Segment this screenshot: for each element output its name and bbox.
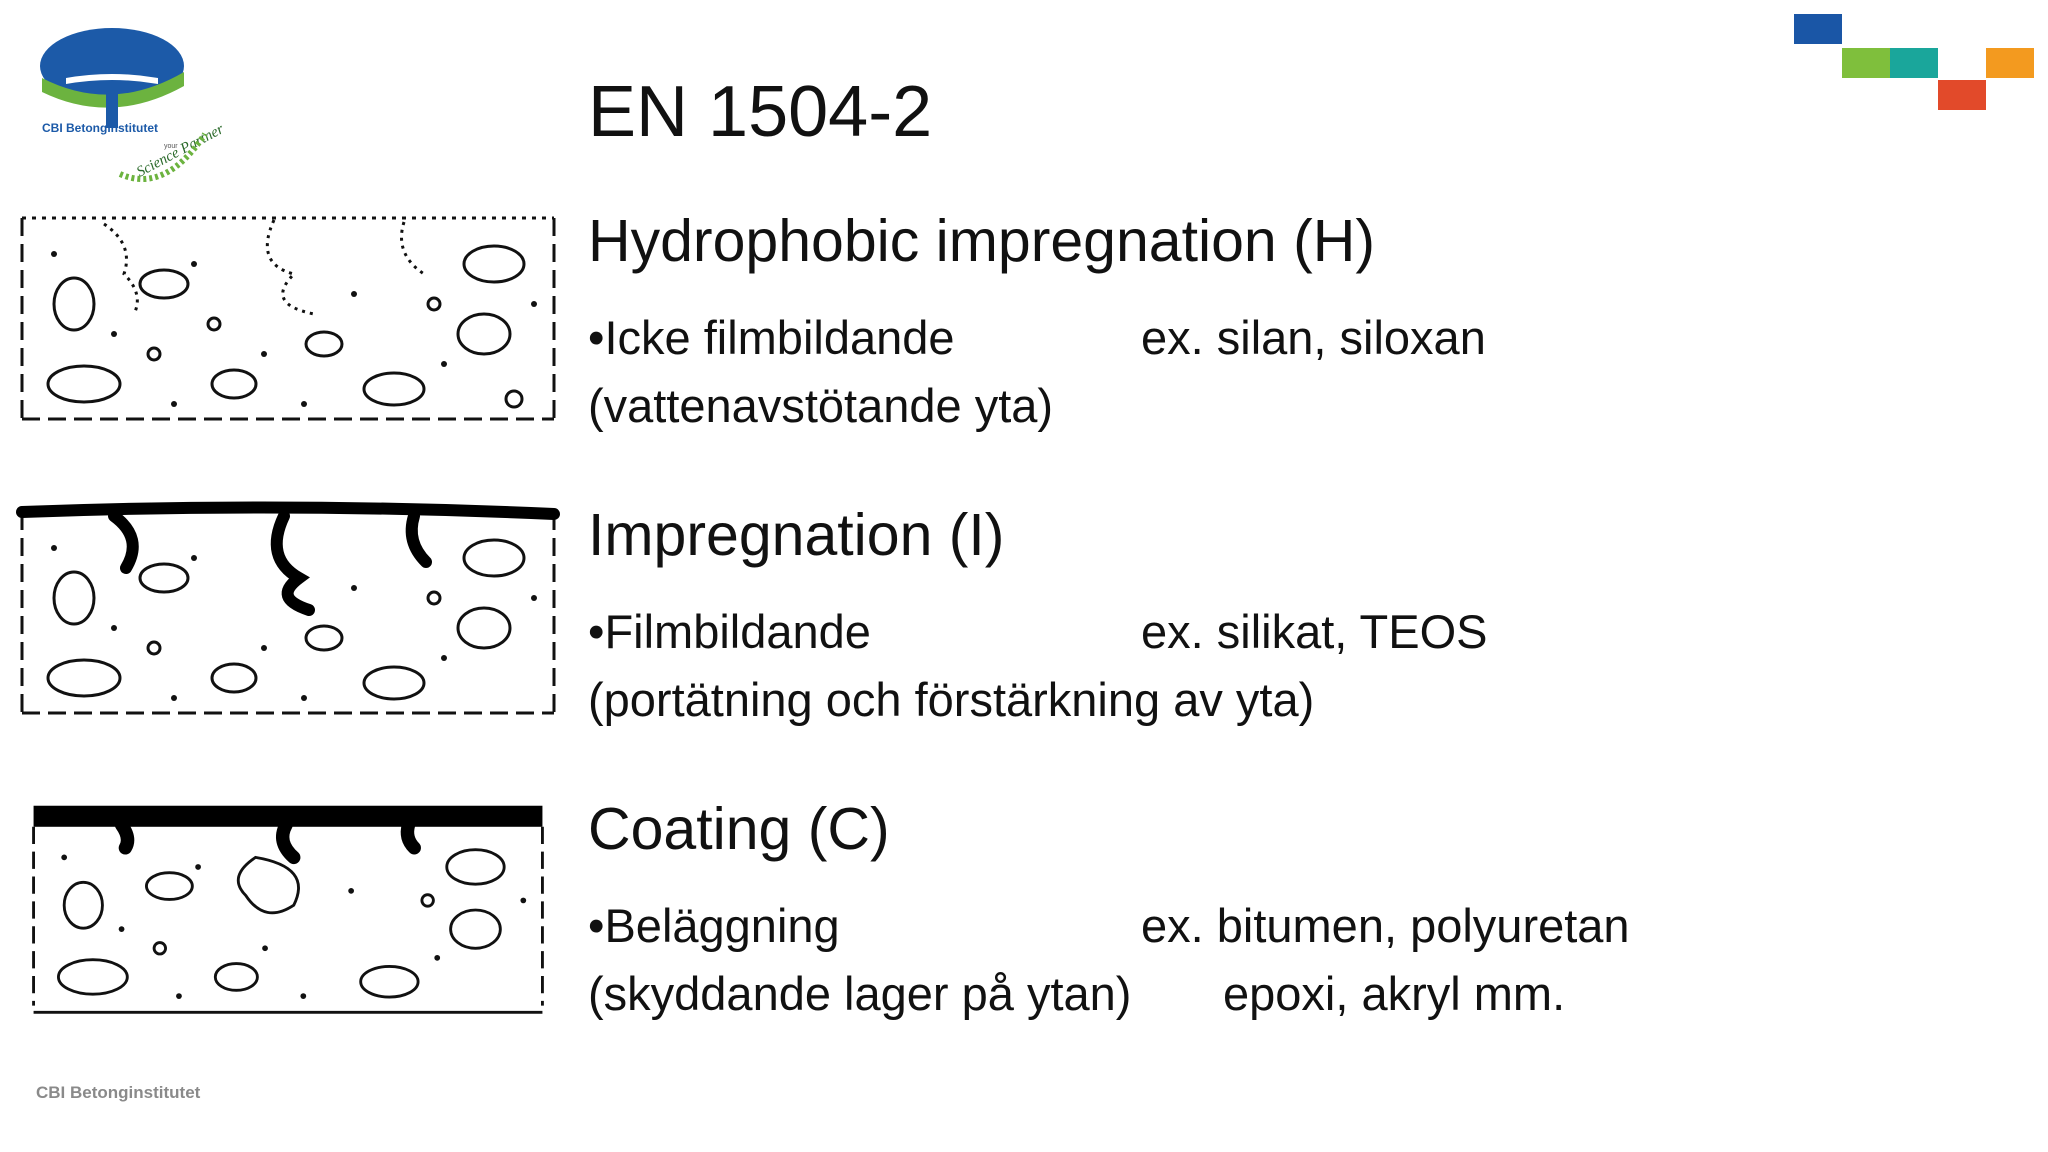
- section-impregnation: Impregnation (I) •Filmbildande ex. silik…: [588, 500, 1838, 734]
- logo-your-text: your: [164, 143, 178, 150]
- section-heading: Coating (C): [588, 796, 890, 862]
- impregnation-illustration: [14, 498, 562, 718]
- logo-org-text: CBI Betonginstitutet: [42, 121, 158, 135]
- section-line-2: (skyddande lager på ytan) epoxi, akryl m…: [588, 960, 1838, 1028]
- concrete-cross-section-c: [32, 805, 544, 1014]
- section-heading: Impregnation (I): [588, 502, 1005, 568]
- green-square: [1842, 48, 1890, 78]
- section-coating: Coating (C) •Beläggning ex. bitumen, pol…: [588, 794, 1838, 1028]
- example-text-2: epoxi, akryl mm.: [1223, 967, 1566, 1020]
- description-text: (portätning och förstärkning av yta): [588, 673, 1315, 726]
- description-text: (skyddande lager på ytan): [588, 967, 1132, 1020]
- color-squares-decoration: [1790, 12, 2034, 112]
- section-line-2: (portätning och förstärkning av yta): [588, 666, 1838, 734]
- section-line-2: (vattenavstötande yta): [588, 372, 1838, 440]
- blue-square: [1794, 14, 1842, 44]
- concrete-cross-section-h: [20, 216, 556, 421]
- example-text: ex. bitumen, polyuretan: [1141, 899, 1630, 952]
- teal-square: [1890, 48, 1938, 78]
- type-label: •Filmbildande: [588, 605, 871, 658]
- section-line-1: •Icke filmbildande ex. silan, siloxan: [588, 304, 1838, 372]
- section-line-1: •Filmbildande ex. silikat, TEOS: [588, 598, 1838, 666]
- orange-square: [1986, 48, 2034, 78]
- cbi-logo: CBI Betonginstitutet your Science Partne…: [30, 14, 230, 196]
- type-label: •Icke filmbildande: [588, 311, 955, 364]
- type-label: •Beläggning: [588, 899, 840, 952]
- red-square: [1938, 80, 1986, 110]
- footer-org-name: CBI Betonginstitutet: [36, 1083, 201, 1102]
- hydrophobic-impregnation-illustration: [14, 204, 562, 424]
- section-line-1: •Beläggning ex. bitumen, polyuretan: [588, 892, 1838, 960]
- concrete-cross-section-i: [16, 501, 560, 715]
- example-text: ex. silikat, TEOS: [1141, 605, 1488, 658]
- example-text: ex. silan, siloxan: [1141, 311, 1486, 364]
- section-heading: Hydrophobic impregnation (H): [588, 208, 1376, 274]
- section-hydrophobic-impregnation: Hydrophobic impregnation (H) •Icke filmb…: [588, 206, 1838, 440]
- coating-illustration: [14, 800, 562, 1020]
- slide-title: EN 1504-2: [588, 72, 933, 152]
- description-text: (vattenavstötande yta): [588, 379, 1054, 432]
